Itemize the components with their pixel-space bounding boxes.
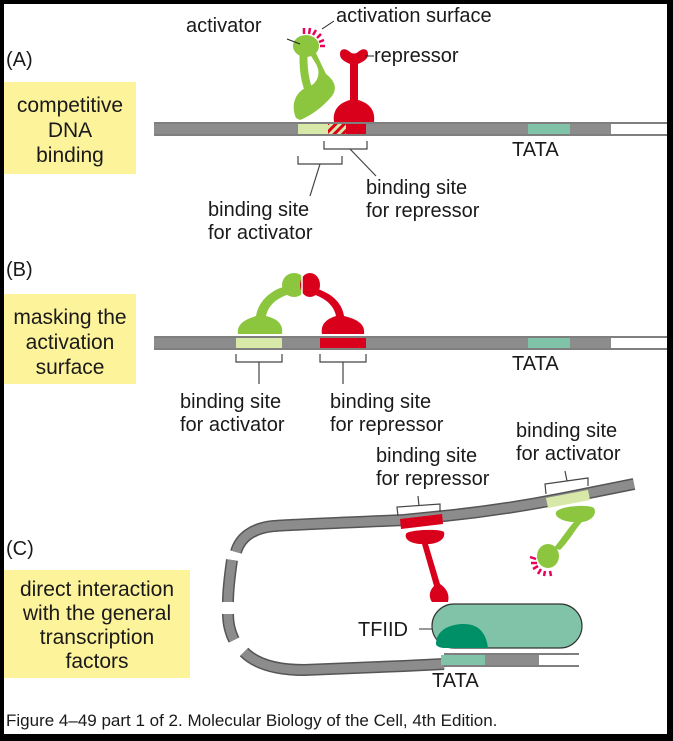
panel-a-repressor-site <box>346 124 366 134</box>
panel-c-tata-box <box>441 655 485 665</box>
panel-a-box-line-2: DNA <box>48 119 92 142</box>
panel-b-repressor-protein <box>300 273 365 334</box>
activation-surface-label: activation surface <box>336 5 492 27</box>
panel-a-overlap-site <box>328 124 346 134</box>
panel-b-activator-protein <box>237 273 306 334</box>
panel-c-site-activator-line-2: for activator <box>516 443 621 465</box>
panel-c-letter: (C) <box>6 538 34 560</box>
activation-burst-icon <box>302 27 325 48</box>
tfiid-label: TFIID <box>358 619 408 641</box>
panel-c-box-line-2: with the general <box>22 602 171 625</box>
panel-a-tata-box <box>528 124 570 134</box>
panel-c-box-line-3: transcription <box>40 626 154 649</box>
panel-a: (A) competitive DNA binding <box>4 5 667 244</box>
panel-a-site-activator-line-1: binding site <box>208 199 309 221</box>
panel-c-box-line-1: direct interaction <box>20 578 174 601</box>
panel-b-activator-site <box>236 338 282 348</box>
panel-c-dna-loop <box>222 478 636 677</box>
panel-b-tata-label: TATA <box>512 353 559 375</box>
tfiid-complex <box>431 603 583 649</box>
panel-a-repressor-protein <box>333 49 375 122</box>
panel-b-box-line-2: activation <box>26 331 115 354</box>
activation-surface-leader <box>321 20 335 30</box>
repressor-label: repressor <box>374 45 459 67</box>
panel-c-site-repressor-line-2: for repressor <box>376 468 490 490</box>
panel-b-site-activator-line-1: binding site <box>180 391 281 413</box>
panel-a-label-box <box>4 82 136 174</box>
panel-c-repressor-site <box>400 514 443 529</box>
panel-a-activator-protein <box>293 35 335 120</box>
panel-a-letter: (A) <box>6 49 33 71</box>
panel-b-letter: (B) <box>6 259 33 281</box>
panel-c-repressor-protein <box>405 529 449 602</box>
panel-a-dna <box>154 122 667 136</box>
panel-c-activator-site <box>546 490 590 508</box>
panel-a-site-repressor-line-1: binding site <box>366 177 467 199</box>
figure-caption: Figure 4–49 part 1 of 2. Molecular Biolo… <box>6 711 497 730</box>
panel-b-repressor-site <box>320 338 366 348</box>
panel-c-tata-label: TATA <box>432 670 479 692</box>
figure-svg: (A) competitive DNA binding <box>4 5 667 730</box>
panel-a-activator-site <box>298 124 328 134</box>
panel-a-brackets <box>297 141 377 197</box>
panel-a-box-line-1: competitive <box>17 94 123 117</box>
activator-label: activator <box>186 15 262 37</box>
panel-c-box-line-4: factors <box>65 650 128 673</box>
panel-c: (C) direct interaction with the general … <box>4 420 636 692</box>
panel-a-site-activator-line-2: for activator <box>208 222 313 244</box>
panel-c-site-activator-line-1: binding site <box>516 420 617 442</box>
panel-b: (B) masking the activation surface <box>4 259 667 436</box>
panel-b-tata-box <box>528 338 570 348</box>
panel-a-tata-label: TATA <box>512 139 559 161</box>
panel-b-box-line-1: masking the <box>13 306 126 329</box>
panel-b-dna <box>154 336 667 350</box>
panel-a-box-line-3: binding <box>36 144 104 167</box>
panel-b-site-repressor-line-1: binding site <box>330 391 431 413</box>
panel-c-site-repressor-line-1: binding site <box>376 445 477 467</box>
panel-b-site-activator-line-2: for activator <box>180 414 285 436</box>
panel-b-box-line-3: surface <box>36 356 105 379</box>
panel-b-brackets <box>235 354 367 384</box>
panel-a-site-repressor-line-2: for repressor <box>366 200 480 222</box>
activator-leader <box>286 38 301 45</box>
panel-c-label-box <box>4 570 190 678</box>
panel-c-brackets <box>396 470 589 517</box>
panel-b-site-repressor-line-2: for repressor <box>330 414 444 436</box>
activation-burst-icon <box>529 555 553 577</box>
panel-b-label-box <box>4 294 136 384</box>
panel-c-activator-protein <box>537 505 595 568</box>
figure-canvas: (A) competitive DNA binding <box>4 4 667 734</box>
